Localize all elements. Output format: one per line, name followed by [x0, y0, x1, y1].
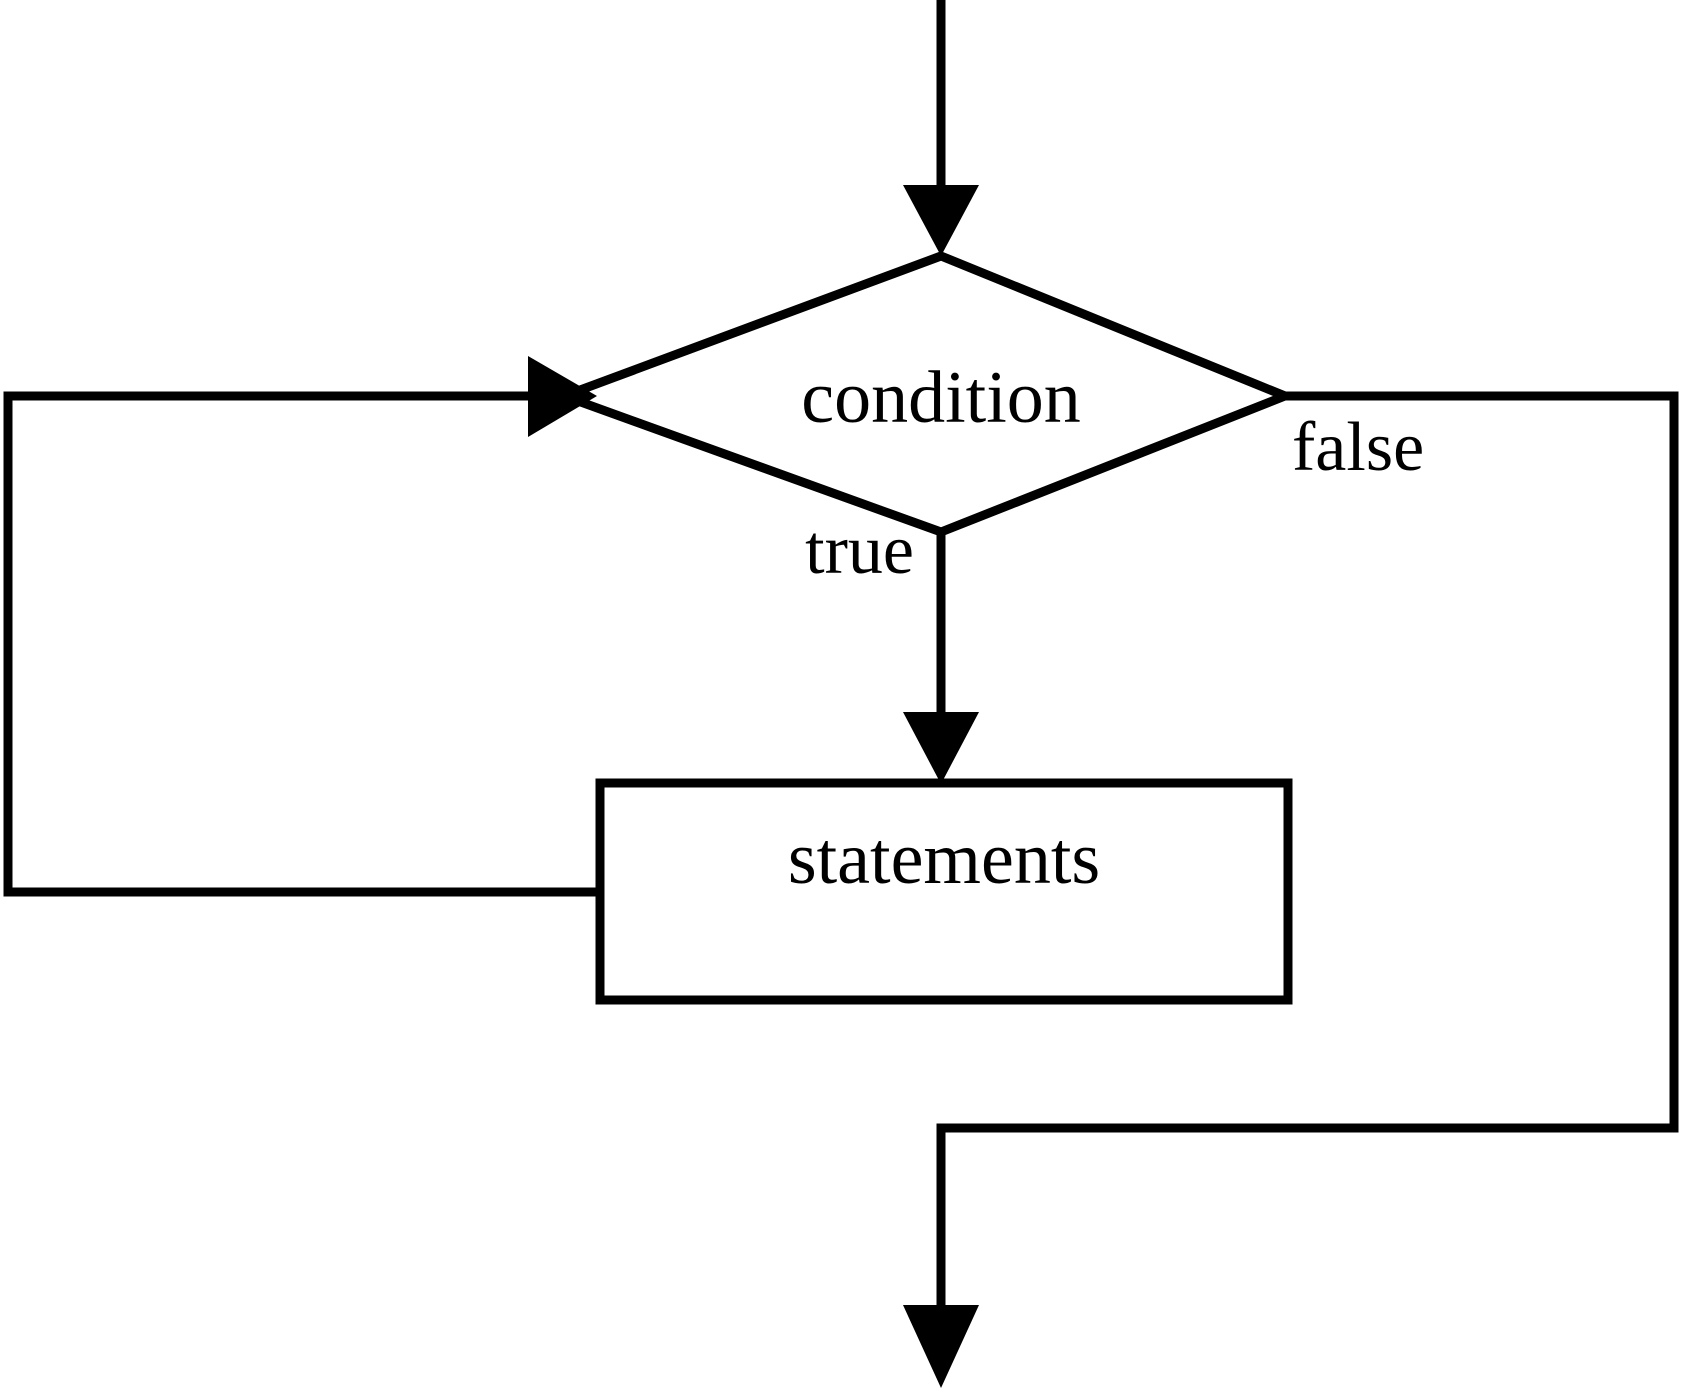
- false-branch-path: [903, 391, 1679, 1388]
- process-box-statements: [595, 778, 1293, 1005]
- true-branch-arrow: [903, 532, 979, 784]
- loop-back-path: [3, 356, 600, 897]
- false-edge-label: false: [1292, 409, 1424, 486]
- process-label: statements: [788, 818, 1100, 900]
- exit-arrow-head-icon: [903, 1305, 979, 1388]
- true-edge-label: true: [805, 512, 914, 589]
- loop-back-line: [3, 391, 600, 897]
- entry-arrow-head-icon: [903, 185, 979, 256]
- true-branch-arrow-head-icon: [903, 712, 979, 784]
- loop-back-arrow-head-icon: [528, 356, 597, 437]
- entry-arrow: [903, 0, 979, 256]
- false-branch-line: [936, 391, 1679, 1320]
- decision-label: condition: [801, 357, 1081, 439]
